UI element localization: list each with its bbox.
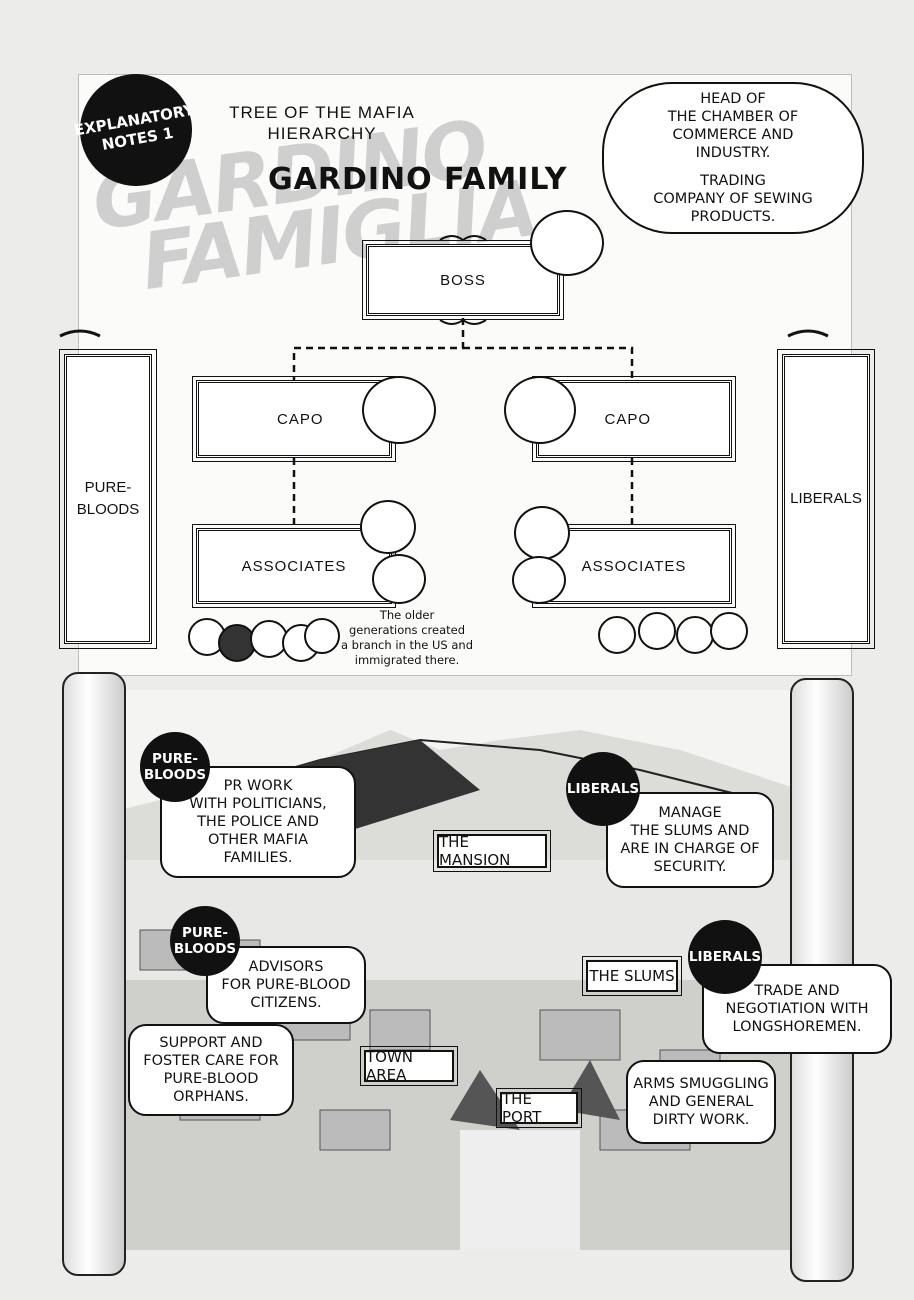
subtitle-line-2: HIERARCHY <box>267 124 377 143</box>
bubble-line: MANAGE <box>658 805 722 821</box>
bubble-line: THE SLUMS AND <box>630 823 750 839</box>
capo-right-label: CAPO <box>604 410 651 428</box>
commerce-line: HEAD OF <box>700 91 766 107</box>
tag-line: LIBERALS <box>566 781 640 797</box>
note-line: immigrated there. <box>354 653 460 667</box>
bubble-line: TRADE AND <box>754 983 840 999</box>
commerce-line: COMPANY OF SEWING <box>653 191 813 207</box>
hierarchy-connectors <box>59 235 829 528</box>
mansion-label: THE MANSION <box>439 833 511 869</box>
place-label-slums: THE SLUMS <box>582 956 682 996</box>
associates-left-label: ASSOCIATES <box>241 557 347 575</box>
place-label-mansion: THE MANSION <box>433 830 551 872</box>
commerce-speech-bubble: HEAD OF THE CHAMBER OF COMMERCE AND INDU… <box>602 82 864 234</box>
place-label-port: THE PORT <box>496 1088 582 1128</box>
bubble-line: AND GENERAL <box>648 1094 754 1110</box>
hierarchy-subtitle: TREE OF THE MAFIA HIERARCHY <box>222 102 422 144</box>
capo-left-label: CAPO <box>277 410 324 428</box>
chibi-head <box>304 618 340 654</box>
liberals-label: LIBERALS <box>790 490 862 507</box>
note-line: The older <box>379 608 435 622</box>
arms-smuggling-bubble: ARMS SMUGGLING AND GENERAL DIRTY WORK. <box>626 1060 776 1144</box>
bubble-line: SUPPORT AND <box>159 1035 263 1051</box>
note-line: generations created <box>349 623 465 637</box>
chibi-head <box>638 612 676 650</box>
bubble-line: ORPHANS. <box>173 1089 249 1105</box>
associate-right-portrait <box>514 506 570 560</box>
bubble-line: FAMILIES. <box>223 850 293 866</box>
bubble-line: LONGSHOREMEN. <box>732 1019 862 1035</box>
tag-line: BLOODS <box>143 767 207 783</box>
bubble-line: ARE IN CHARGE OF <box>620 841 760 857</box>
place-label-town: TOWN AREA <box>360 1046 458 1086</box>
commerce-line: THE CHAMBER OF <box>667 109 799 125</box>
bubble-line: ADVISORS <box>248 959 324 975</box>
tag-line: BLOODS <box>173 941 237 957</box>
bubble-line: CITIZENS. <box>250 995 322 1011</box>
tag-line: PURE- <box>181 925 229 941</box>
bubble-line: ARMS SMUGGLING <box>633 1076 769 1092</box>
scroll-rod-left <box>62 672 126 1276</box>
chibi-heads-right <box>598 612 748 660</box>
liberals-pillar: LIBERALS <box>777 349 875 649</box>
pure-bloods-line-2: BLOODS <box>76 501 140 518</box>
note-line: a branch in the US and <box>340 638 473 652</box>
bubble-line: DIRTY WORK. <box>652 1112 750 1128</box>
pure-bloods-line-1: PURE- <box>84 479 132 496</box>
boss-bear-mascot <box>530 210 604 276</box>
liberals-tag: LIBERALS <box>688 920 762 994</box>
foster-care-bubble: SUPPORT AND FOSTER CARE FOR PURE-BLOOD O… <box>128 1024 294 1116</box>
pr-work-bubble: PR WORK WITH POLITICIANS, THE POLICE AND… <box>160 766 356 878</box>
capo-left-box: CAPO <box>192 376 396 462</box>
bubble-line: OTHER MAFIA <box>208 832 308 848</box>
town-label: TOWN AREA <box>366 1048 414 1084</box>
associate-left-portrait <box>360 500 416 554</box>
page-title: GARDINO FAMILY <box>268 162 568 197</box>
bubble-line: PR WORK <box>223 778 293 794</box>
commerce-line: COMMERCE AND <box>672 127 794 143</box>
chibi-head <box>598 616 636 654</box>
chibi-head <box>218 624 256 662</box>
bubble-line: FOR PURE-BLOOD <box>221 977 351 993</box>
tag-line: PURE- <box>151 751 199 767</box>
boss-label: BOSS <box>440 271 486 289</box>
port-label: THE PORT <box>502 1090 542 1126</box>
slums-label: THE SLUMS <box>589 967 675 985</box>
chibi-head <box>710 612 748 650</box>
associate-right-portrait <box>512 556 566 604</box>
associates-right-label: ASSOCIATES <box>581 557 687 575</box>
capo-right-portrait <box>504 376 576 444</box>
bubble-line: THE POLICE AND <box>197 814 319 830</box>
chibi-head <box>250 620 288 658</box>
boss-box: BOSS <box>362 240 564 320</box>
bubble-line: WITH POLITICIANS, <box>189 796 327 812</box>
bubble-line: FOSTER CARE FOR <box>143 1053 279 1069</box>
bubble-line: PURE-BLOOD <box>163 1071 259 1087</box>
advisors-bubble: ADVISORS FOR PURE-BLOOD CITIZENS. <box>206 946 366 1024</box>
pure-bloods-tag: PURE-BLOODS <box>140 732 210 802</box>
associate-left-portrait <box>372 554 426 604</box>
commerce-line: PRODUCTS. <box>690 209 776 225</box>
pure-bloods-pillar: PURE- BLOODS <box>59 349 157 649</box>
commerce-line: INDUSTRY. <box>695 145 771 161</box>
pure-bloods-tag: PURE-BLOODS <box>170 906 240 976</box>
bubble-line: SECURITY. <box>653 859 727 875</box>
commerce-line: TRADING <box>700 173 766 189</box>
bubble-line: NEGOTIATION WITH <box>725 1001 869 1017</box>
tag-line: LIBERALS <box>688 949 762 965</box>
capo-left-portrait <box>362 376 436 444</box>
us-branch-note: The older generations created a branch i… <box>340 608 474 668</box>
chibi-heads-left <box>188 618 340 662</box>
liberals-tag: LIBERALS <box>566 752 640 826</box>
associates-left-box: ASSOCIATES <box>192 524 396 608</box>
chibi-head <box>676 616 714 654</box>
subtitle-line-1: TREE OF THE MAFIA <box>229 103 415 122</box>
